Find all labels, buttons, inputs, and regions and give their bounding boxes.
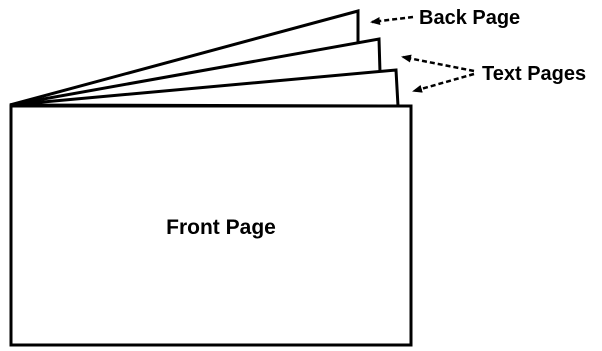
text-page-2-arrow	[412, 72, 475, 93]
back-page-label: Back Page	[419, 7, 520, 29]
back-page-arrow	[370, 15, 414, 26]
text-pages-label: Text Pages	[482, 63, 586, 85]
front-page-label: Front Page	[166, 216, 276, 239]
text-page-1-arrow	[401, 54, 475, 73]
front-page-shape	[9, 104, 413, 347]
